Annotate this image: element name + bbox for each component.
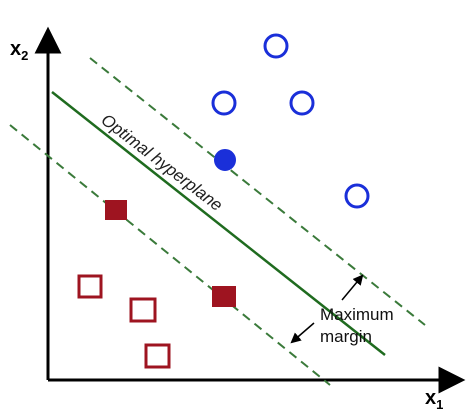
upper-margin-line [89,57,426,326]
positive-point [211,90,237,116]
optimal-hyperplane-line [51,91,386,356]
negative-support-vector [212,286,236,307]
margin-label-line2: margin [320,327,372,346]
negative-point [144,343,171,369]
margin-label-line1: Maximum [320,305,394,324]
margin-arrow-upper [341,274,364,301]
y-axis-label: x2 [10,38,28,63]
hyperplane-label: Optimal hyperplane [98,110,227,215]
positive-point [289,90,315,116]
negative-point [77,274,103,299]
lower-margin-line [9,124,331,386]
negative-point [129,297,157,323]
positive-point [344,183,370,209]
positive-support-vector [214,149,236,171]
margin-arrow-lower [290,322,315,344]
negative-support-vector [105,200,127,220]
positive-point [263,33,289,59]
x-axis-label: x1 [425,387,443,412]
